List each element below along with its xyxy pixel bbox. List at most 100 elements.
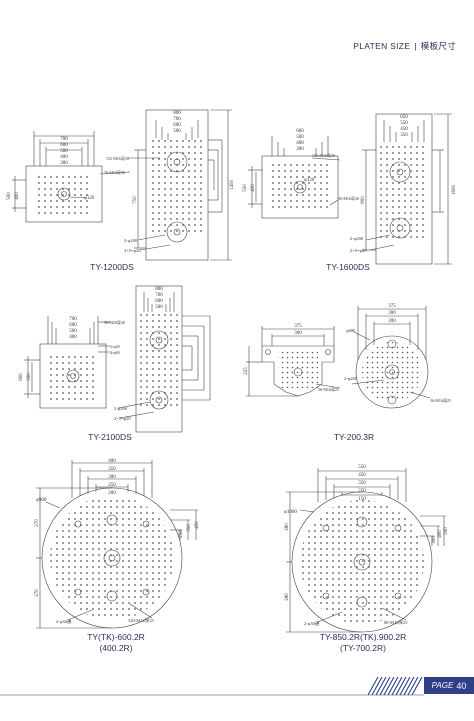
dim-label: 400 <box>69 335 77 340</box>
ty-1600ds-fixed-platen <box>248 136 341 219</box>
platen-drawings: 700 600 500 400 300 500 400 76-M16深30 φ1… <box>7 109 457 633</box>
caption-ty-1200ds: TY-1200DS <box>90 262 134 272</box>
dim-label: 800 <box>155 287 163 292</box>
dim-label: 500 <box>155 305 163 310</box>
ty-200-3r-right-dims: 375 300 200 φ680 2-φ200 36-M16深25 <box>344 304 451 403</box>
dim-label: 450 <box>251 184 256 192</box>
note-label: 4-φ60 <box>110 350 120 355</box>
dim-label: 550 <box>243 184 248 192</box>
dim-label: 375 <box>388 304 396 309</box>
ty-1200ds-moving-platen <box>128 109 232 261</box>
caption-ty-600-2r: TY(TK)-600.2R (400.2R) <box>66 632 166 654</box>
dim-label: 225 <box>244 367 249 375</box>
note-label: 2×5=φ20 <box>350 248 367 253</box>
note-label: 2-φ30通 <box>304 620 320 627</box>
caption-ty-200-3r: TY-200.3R <box>333 432 375 442</box>
dim-label: 350 <box>108 467 116 472</box>
dim-label: 150 <box>358 497 366 502</box>
platen-ty-2100ds: 700 600 500 400 600 500 96-M20深30 2-φ20 … <box>19 285 211 433</box>
dim-label: 400 <box>15 192 20 200</box>
dim-label: 350 <box>400 133 408 138</box>
page-number: 40 <box>456 680 467 691</box>
ty-850-2r-dims: 550 450 350 250 150 500 400 300 280 280 … <box>284 465 449 627</box>
dim-label: 650 <box>400 115 408 120</box>
dim-label: 450 <box>358 473 366 478</box>
dim-label: 500 <box>69 329 77 334</box>
ty-2100ds-moving-dims: 800 700 600 500 2-φ200 2×5=φ20 <box>114 287 163 421</box>
note-label: φ680 <box>346 328 356 333</box>
ty-600-2r-drawing <box>36 460 198 629</box>
note-label: 2×5=φ20 <box>114 416 131 421</box>
dim-label: 400 <box>438 530 443 538</box>
caption-line-1: TY-850.2R(TK).900.2R <box>319 632 407 642</box>
note-label: φ900 <box>36 498 47 503</box>
caption-line-2: (TY-700.2R) <box>340 643 386 653</box>
note-label: 2×5=φ20 <box>124 248 141 253</box>
note-label: 320-M12深25 <box>128 617 154 624</box>
dim-label: 450 <box>195 521 200 529</box>
dim-label: 300 <box>60 161 68 166</box>
dim-label: 270 <box>35 519 40 527</box>
dim-label: 300 <box>108 475 116 480</box>
dim-label: 280 <box>285 523 290 531</box>
header-title-en: PLATEN SIZE <box>353 41 411 51</box>
caption-ty-2100ds: TY-2100DS <box>88 432 132 442</box>
note-label: φ120 <box>304 178 315 183</box>
note-label: 96-M20深30 <box>104 319 125 325</box>
dim-label: 200 <box>108 491 116 496</box>
platen-ty-600-2r: 400 350 300 250 200 450 350 250 270 270 … <box>35 459 200 629</box>
dim-label: 280 <box>285 593 290 601</box>
note-label: 2-φ200 <box>350 236 364 241</box>
dim-label: 550 <box>358 465 366 470</box>
dim-label: 300 <box>388 311 396 316</box>
dim-label: 500 <box>296 135 304 140</box>
dim-label: 600 <box>296 129 304 134</box>
dim-label: 500 <box>444 527 449 535</box>
dim-label: 300 <box>432 536 437 544</box>
dim-label: 500 <box>60 149 68 154</box>
ty-200-3r-left-dims: 375 300 225 56-M16深25 <box>244 324 339 392</box>
dim-label: 400 <box>108 459 116 464</box>
dim-label: 500 <box>27 373 32 381</box>
dim-label: 1450 <box>230 180 235 191</box>
note-label: 88-M16深25 <box>384 619 408 626</box>
note-label: 76-M16深30 <box>104 169 125 175</box>
ty-200-3r-left-platen <box>246 326 341 397</box>
dim-label: 800 <box>361 196 366 204</box>
ty-1200ds-fixed-dims: 700 600 500 400 300 500 400 76-M16深30 φ1… <box>7 137 125 201</box>
ty-2100ds-fixed-dims: 700 600 500 400 600 500 96-M20深30 2-φ20 … <box>19 317 125 381</box>
ty-1600ds-fixed-dims: 600 500 400 300 550 450 136-M16深30 96-M1… <box>243 129 359 201</box>
dim-label: 700 <box>69 317 77 322</box>
dim-label: 700 <box>60 137 68 142</box>
note-label: 2-φ200 <box>344 376 358 381</box>
dim-label: 700 <box>155 293 163 298</box>
dim-label: 700 <box>173 117 181 122</box>
page-label: PAGE <box>431 681 454 690</box>
dim-label: 300 <box>294 331 302 336</box>
note-label: 2-φ30通 <box>56 618 72 625</box>
ty-2100ds-moving-platen <box>117 285 211 433</box>
dim-label: 600 <box>173 123 181 128</box>
ty-1200ds-moving-dims: 800 700 600 500 152-M16深30 2-φ200 2×5=φ2… <box>106 111 235 253</box>
ty-1200ds-fixed-platen <box>12 131 131 223</box>
caption-ty-1600ds: TY-1600DS <box>326 262 370 272</box>
dim-label: 1600 <box>452 185 457 196</box>
note-label: 2-φ20 <box>110 344 120 349</box>
dim-label: 350 <box>358 481 366 486</box>
header-separator: | <box>414 41 417 51</box>
dim-label: 600 <box>155 299 163 304</box>
platen-ty-1200ds: 700 600 500 400 300 500 400 76-M16深30 φ1… <box>7 109 235 261</box>
caption-line-2: (400.2R) <box>99 643 133 653</box>
dim-label: 750 <box>133 196 138 204</box>
ty-600-2r-dims: 400 350 300 250 200 450 350 250 270 270 … <box>35 459 200 625</box>
platen-ty-1600ds: 600 500 400 300 550 450 136-M16深30 96-M1… <box>243 113 457 265</box>
note-label: 152-M16深30 <box>106 155 129 161</box>
dim-label: 500 <box>7 192 12 200</box>
dim-label: 600 <box>60 143 68 148</box>
dim-label: 270 <box>35 589 40 597</box>
note-label: 96-M16深30 <box>338 195 359 201</box>
note-label: φ1000 <box>284 510 297 515</box>
dim-label: 600 <box>69 323 77 328</box>
dim-label: 400 <box>60 155 68 160</box>
